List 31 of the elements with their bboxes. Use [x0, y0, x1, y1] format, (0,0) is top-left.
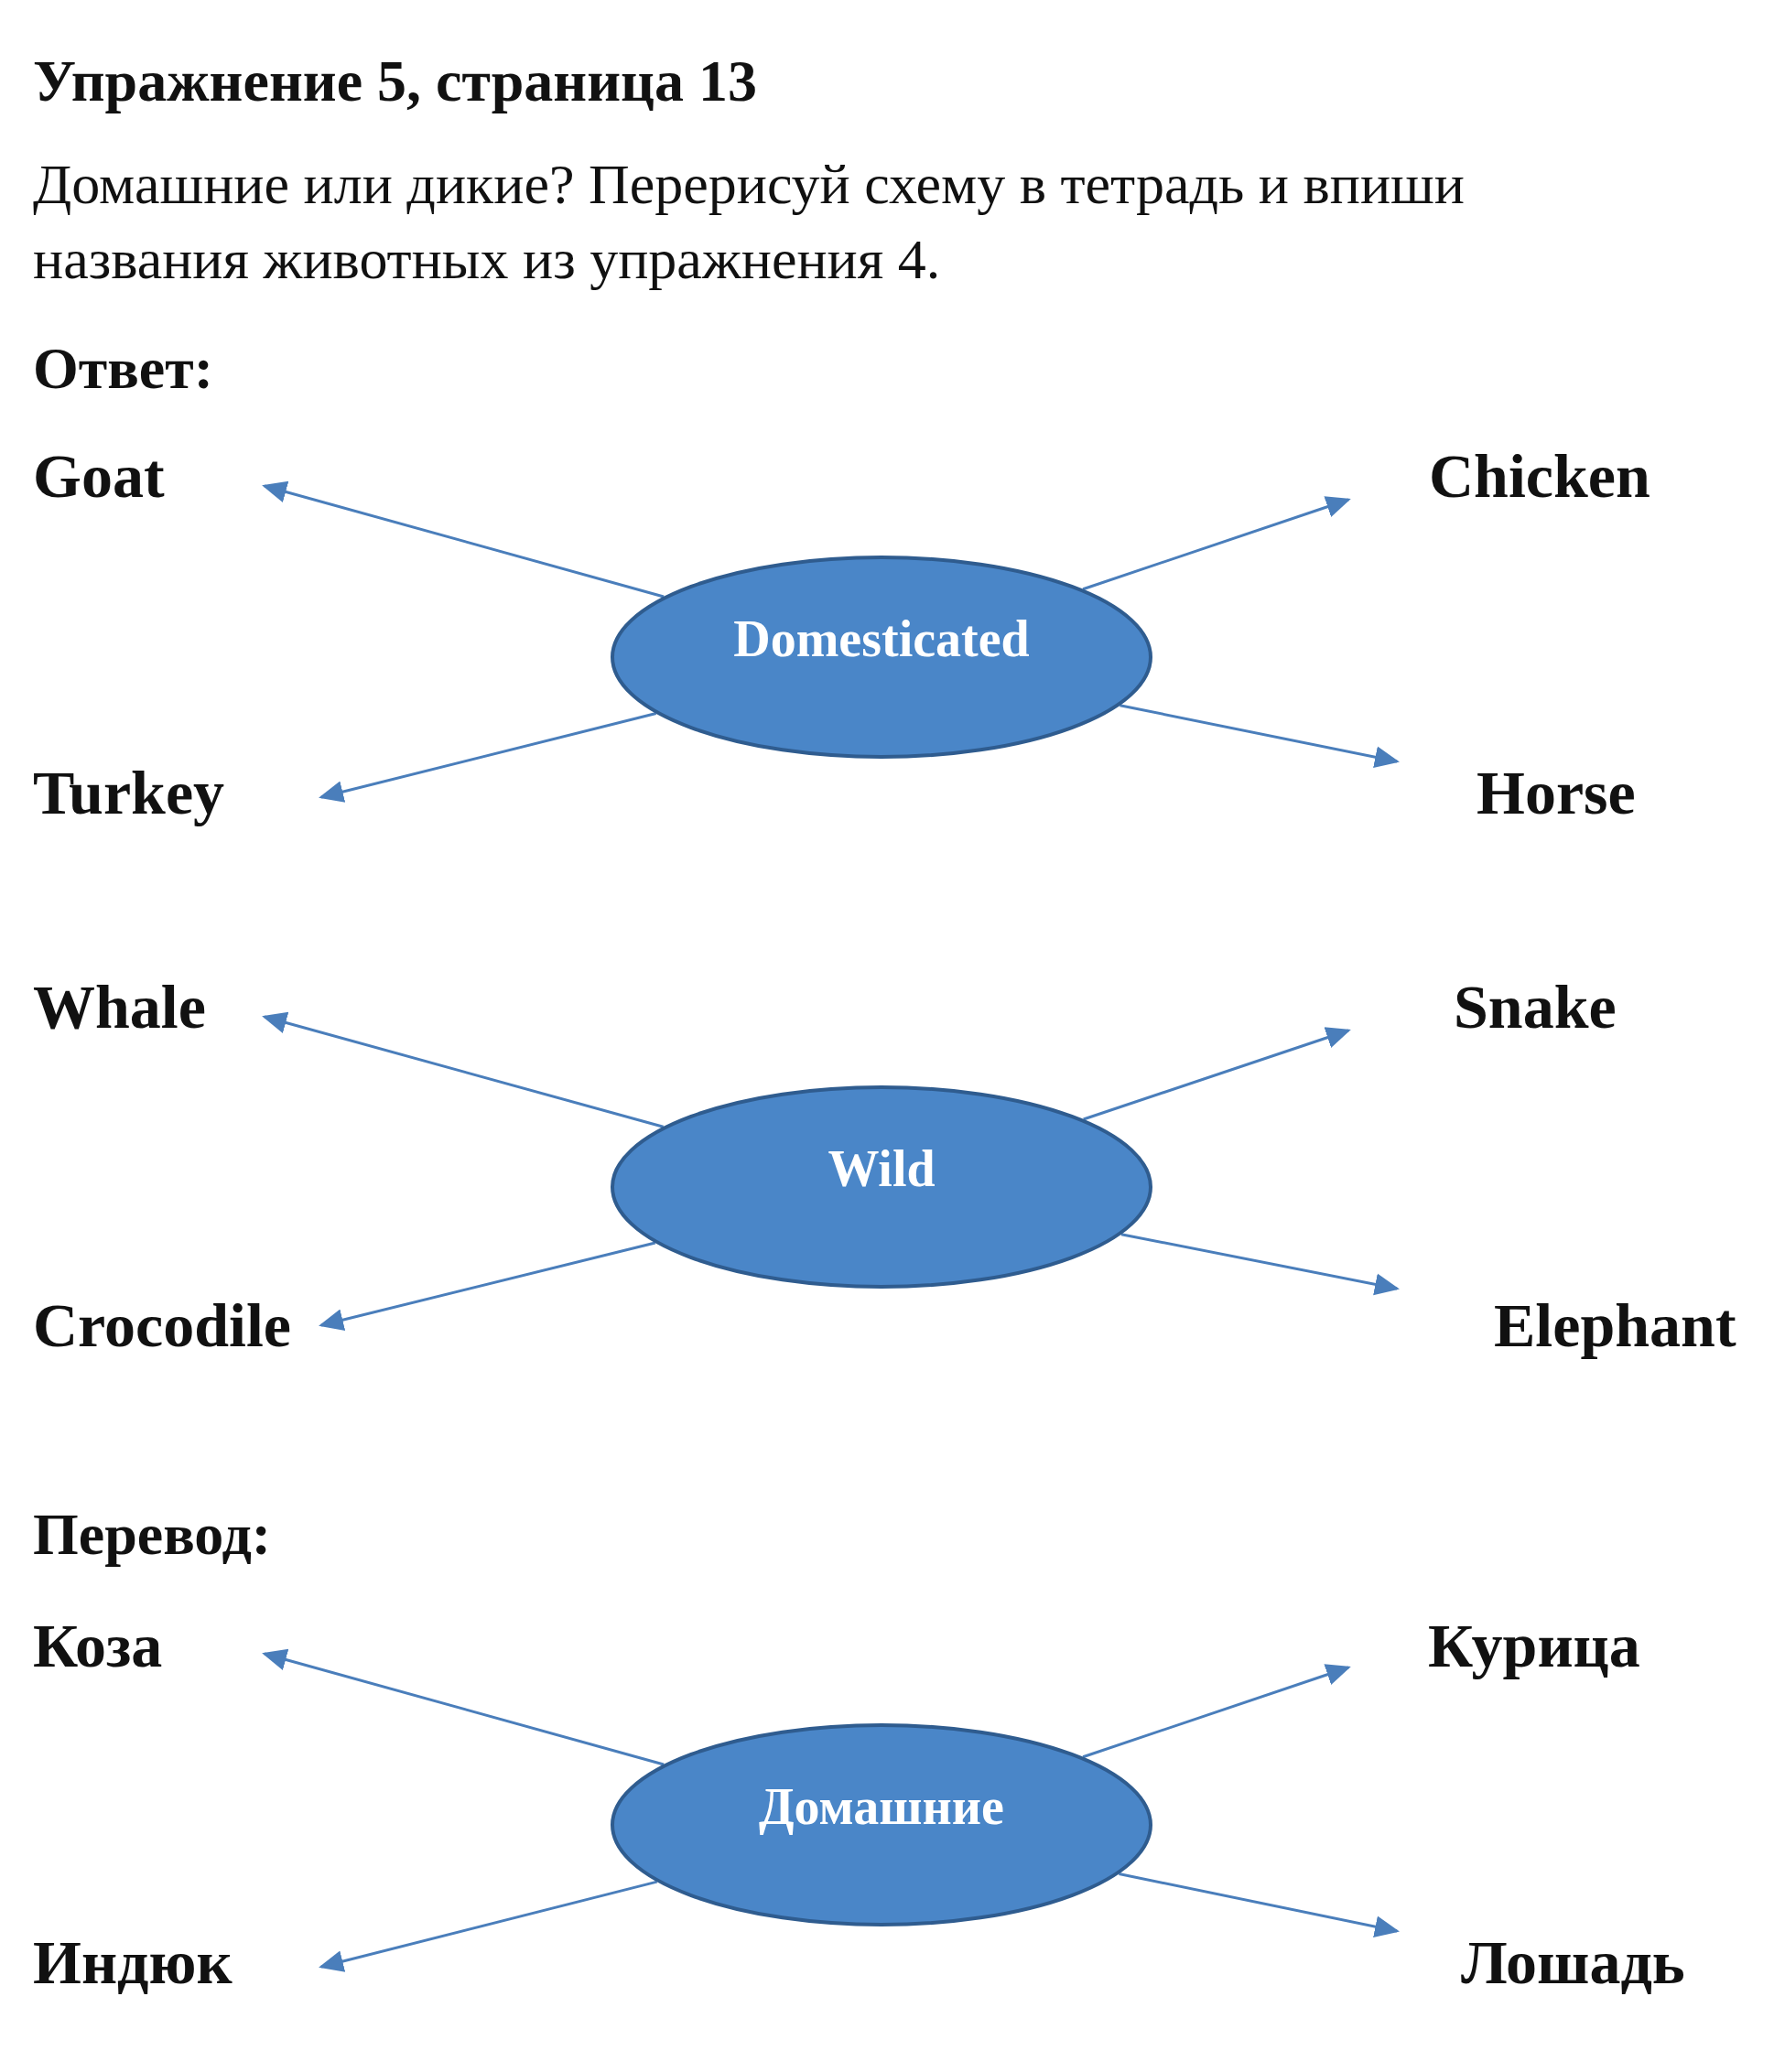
animal-name: Crocodile [33, 1279, 321, 1371]
arrow [1082, 496, 1351, 591]
animal-name: Goat [33, 430, 265, 522]
translation-heading: Перевод: [33, 1501, 272, 1569]
instruction-text: Домашние или дикие? Перерисуй схему в тетрадь и впиши названия животных из упражнения 4. [33, 152, 1466, 292]
arrow [1083, 1027, 1351, 1121]
exercise-title: Упражнение 5, страница 13 [33, 48, 757, 115]
arrow [319, 1241, 656, 1331]
category-label: Домашние [759, 1777, 1004, 1836]
animal-name: Horse [1397, 747, 1745, 838]
arrow [262, 480, 665, 599]
animal-name: Коза [33, 1600, 265, 1691]
answer-heading: Ответ: [33, 335, 213, 403]
animal-name: Лошадь [1397, 1916, 1745, 2008]
animal-name: Whale [33, 961, 265, 1052]
arrow [319, 1880, 658, 1972]
arrow [262, 1648, 665, 1766]
animal-name: Snake [1348, 961, 1751, 1052]
arrow [1082, 1664, 1351, 1759]
arrow [1120, 704, 1400, 768]
animal-name: Elephant [1397, 1279, 1745, 1371]
category-label: Domesticated [733, 610, 1030, 668]
arrow [1120, 1233, 1400, 1296]
category-label: Wild [828, 1139, 936, 1198]
animal-name: Turkey [33, 747, 321, 838]
animal-name: Курица [1348, 1600, 1733, 1691]
arrow [1119, 1872, 1400, 1937]
arrow [319, 712, 657, 803]
animal-name: Индюк [33, 1916, 321, 2008]
arrow [262, 1011, 664, 1128]
animal-name: Chicken [1348, 430, 1733, 522]
